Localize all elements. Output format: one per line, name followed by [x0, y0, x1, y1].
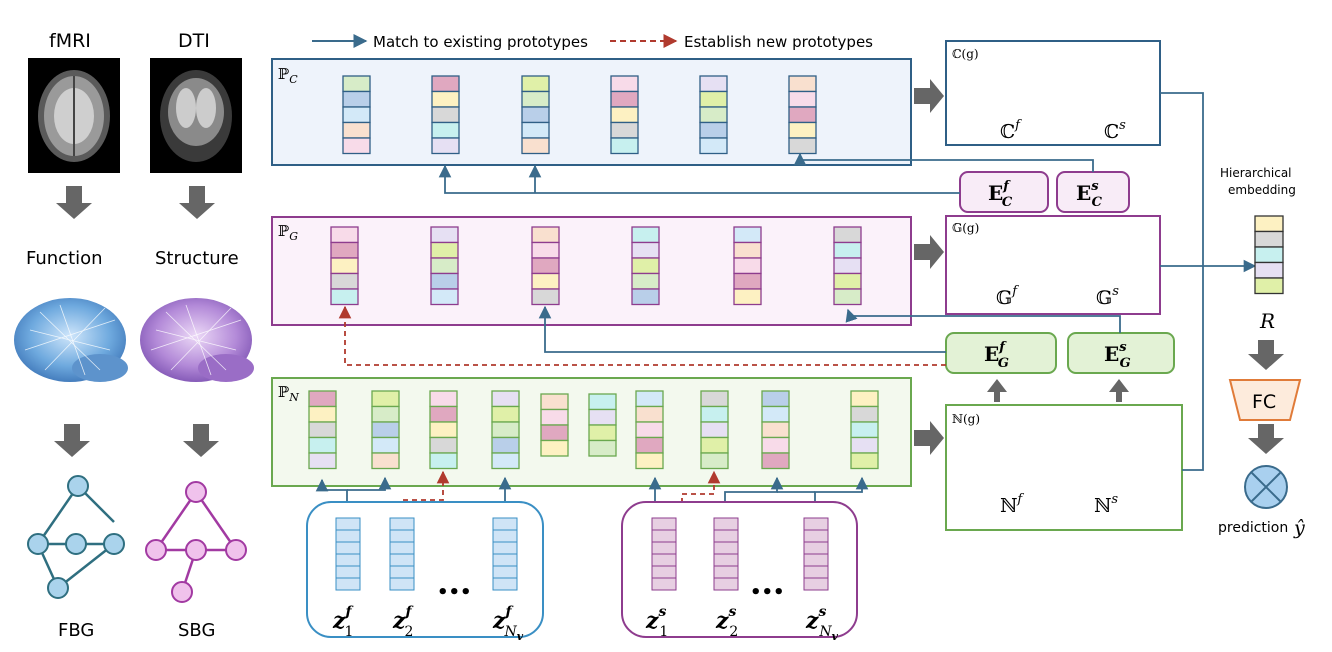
legend-new-label: Establish new prototypes	[684, 33, 873, 51]
down-arrow-icon	[56, 186, 215, 219]
up-arrow-icon	[987, 379, 1129, 402]
pc-prototype	[342, 75, 371, 155]
yhat-label: ŷ	[1293, 517, 1305, 539]
structure-brain-icon	[140, 298, 254, 382]
nf-label: ℕf	[1000, 492, 1024, 517]
pn-prototype	[588, 393, 617, 457]
right-arrow-icon	[914, 79, 944, 455]
down-arrow-icon	[1248, 424, 1284, 454]
dti-image	[150, 58, 242, 173]
function-node-vector	[492, 517, 518, 591]
down-arrow-icon	[54, 424, 219, 457]
sbg-label: SBG	[178, 620, 215, 641]
structure-node-vector	[651, 517, 677, 591]
pg-prototype	[330, 226, 359, 306]
gg-label: 𝔾(g)	[952, 221, 979, 235]
cg-box	[945, 40, 1161, 146]
sbg-node	[145, 481, 247, 603]
cs-label: ℂs	[1104, 118, 1126, 143]
egf-box	[945, 332, 1057, 374]
hierarchical-label: Hierarchical	[1220, 166, 1292, 180]
prediction-label: prediction	[1218, 520, 1288, 536]
r-label: R	[1259, 309, 1275, 333]
structure-label: Structure	[155, 248, 239, 269]
pn-prototype	[635, 390, 664, 470]
pc-prototype	[788, 75, 817, 155]
pn-prototype	[491, 390, 520, 470]
fc-layer	[1228, 379, 1302, 421]
r-vector	[1254, 215, 1284, 295]
dti-label: DTI	[178, 30, 210, 52]
fc-label: FC	[1252, 391, 1276, 413]
pc-prototype	[431, 75, 460, 155]
function-node-vector	[389, 517, 415, 591]
fbg-label: FBG	[58, 620, 94, 641]
pn-prototype	[371, 390, 400, 470]
pg-pool-label: ℙG	[278, 222, 298, 243]
ecf-box	[959, 171, 1049, 213]
pc-prototype	[610, 75, 639, 155]
output-column: Hierarchical embedding R FC prediction ŷ	[1218, 166, 1305, 539]
pg-prototype	[631, 226, 660, 306]
structure-node-vector	[713, 517, 739, 591]
cg-label: ℂ(g)	[952, 47, 979, 61]
legend-match-label: Match to existing prototypes	[373, 33, 588, 51]
r-vector-cells	[1254, 215, 1284, 295]
pg-prototype	[733, 226, 762, 306]
ns-label: ℕs	[1094, 492, 1118, 517]
structure-nodes-box	[621, 501, 858, 638]
legend: Match to existing prototypes Establish n…	[312, 33, 873, 51]
egs-box	[1067, 332, 1175, 374]
pc-prototype	[699, 75, 728, 155]
fmri-label: fMRI	[49, 30, 91, 52]
gg-box	[945, 215, 1161, 315]
fmri-image	[28, 58, 120, 173]
function-nodes-box	[306, 501, 544, 638]
function-label: Function	[26, 248, 103, 269]
pn-prototype	[308, 390, 337, 470]
structure-nodes-ellipsis: •••	[750, 582, 785, 603]
fbg-node	[27, 475, 125, 599]
ng-label: ℕ(g)	[952, 412, 980, 426]
gs-label: 𝔾s	[1096, 284, 1119, 309]
pn-prototype	[429, 390, 458, 470]
function-brain-icon	[14, 298, 128, 382]
function-nodes-ellipsis: •••	[437, 582, 472, 603]
pn-pool-label: ℙN	[278, 383, 299, 404]
structure-node-vector	[803, 517, 829, 591]
embedding-label: embedding	[1228, 183, 1296, 197]
gf-label: 𝔾f	[996, 284, 1019, 309]
pg-prototype	[430, 226, 459, 306]
pc-pool-label: ℙC	[278, 65, 298, 86]
pn-prototype	[850, 390, 879, 470]
pn-prototype	[761, 390, 790, 470]
down-arrow-icon	[1248, 340, 1284, 370]
pg-prototype	[531, 226, 560, 306]
pn-prototype	[540, 393, 569, 457]
pn-prototype	[700, 390, 729, 470]
pg-pool-box	[271, 216, 912, 326]
node-vectors	[335, 517, 829, 591]
pg-prototype	[833, 226, 862, 306]
left-column: fMRI DTI Function Structure	[14, 30, 254, 641]
ng-box	[945, 404, 1183, 531]
function-node-vector	[335, 517, 361, 591]
pc-prototype	[521, 75, 550, 155]
cf-label: ℂf	[1000, 118, 1022, 143]
